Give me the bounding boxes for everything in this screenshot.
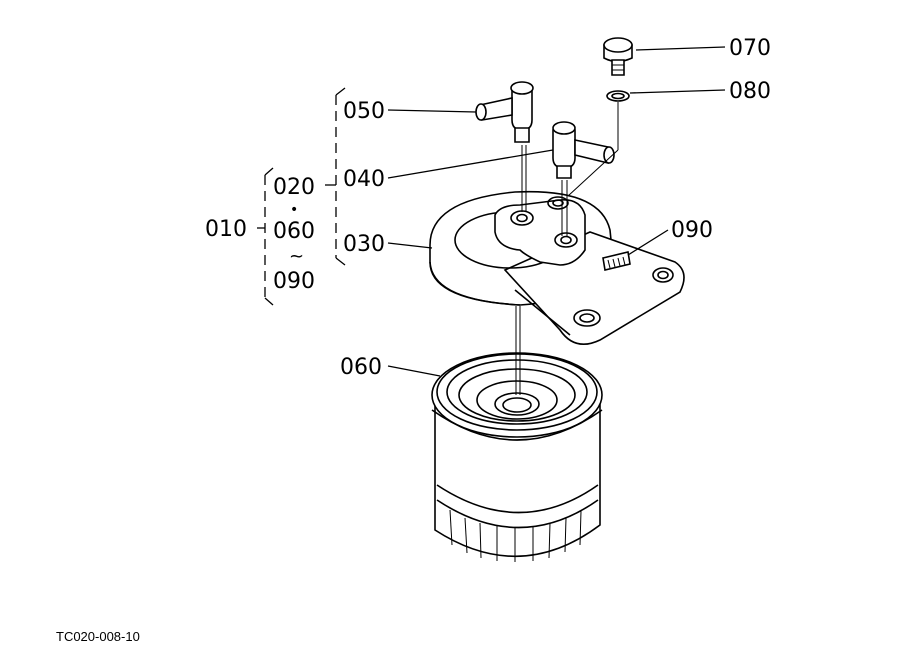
- bracket-ticks: [257, 87, 346, 306]
- filter-cartridge: [431, 352, 603, 562]
- figure-id: TC020-008-10: [56, 629, 140, 644]
- banjo-fitting-040: [552, 121, 615, 179]
- callout-020: 020: [273, 175, 315, 200]
- callout-030: 030: [343, 232, 385, 257]
- leader-lines: [387, 46, 726, 377]
- callout-040: 040: [343, 167, 385, 192]
- callout-010: 010: [205, 217, 247, 242]
- callout-070: 070: [729, 36, 771, 61]
- assembly-guide-lines: [515, 102, 619, 395]
- callout-060: 060: [340, 355, 382, 380]
- range-dot: •: [290, 202, 298, 218]
- callout-090-range: 090: [273, 269, 315, 294]
- filter-head: [429, 190, 685, 346]
- range-tilde: ~: [289, 246, 304, 267]
- banjo-fitting-050: [475, 81, 534, 143]
- callout-050: 050: [343, 99, 385, 124]
- callout-060-range: 060: [273, 219, 315, 244]
- bleeder-plug-070: [603, 37, 633, 76]
- callout-080: 080: [729, 79, 771, 104]
- bracket-group: [264, 95, 337, 298]
- o-ring-080: [606, 90, 630, 102]
- callout-090: 090: [671, 218, 713, 243]
